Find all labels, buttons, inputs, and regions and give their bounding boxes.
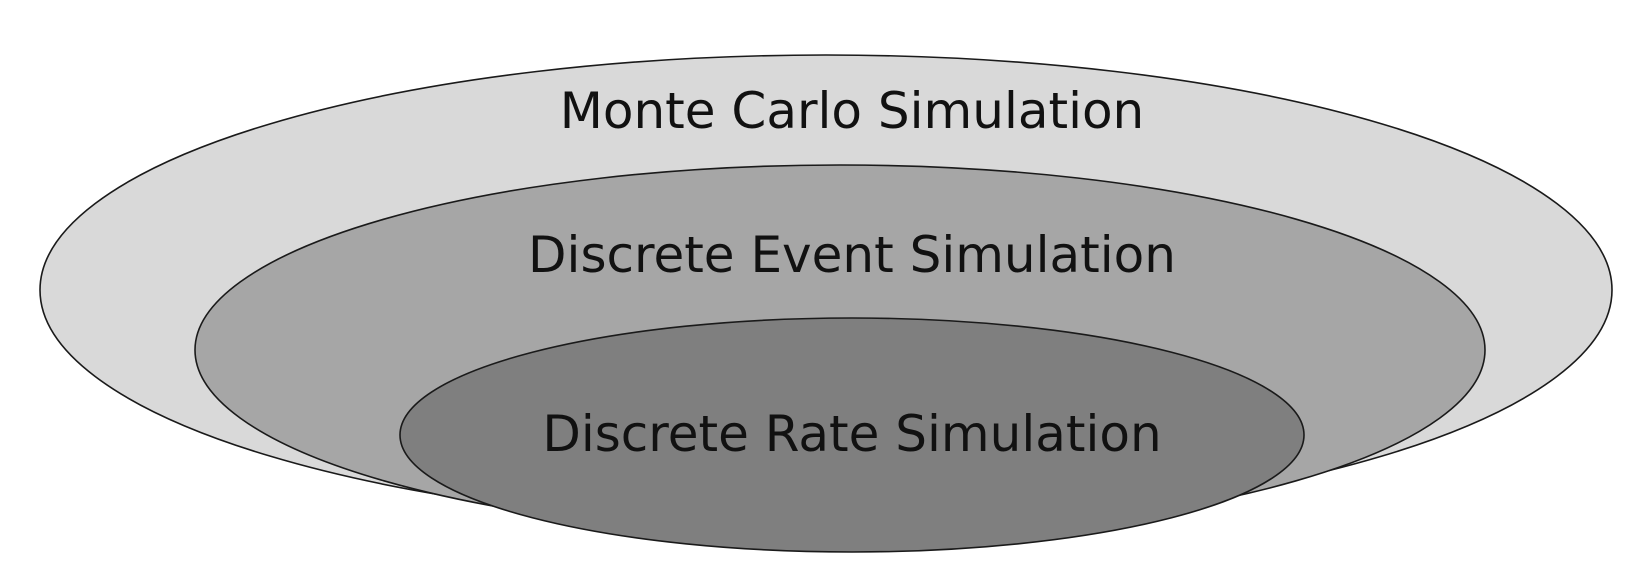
- inner-ellipse: [399, 317, 1305, 553]
- monte-carlo-label: Monte Carlo Simulation: [560, 82, 1145, 140]
- discrete-rate-label: Discrete Rate Simulation: [542, 405, 1161, 463]
- discrete-event-label: Discrete Event Simulation: [528, 226, 1176, 284]
